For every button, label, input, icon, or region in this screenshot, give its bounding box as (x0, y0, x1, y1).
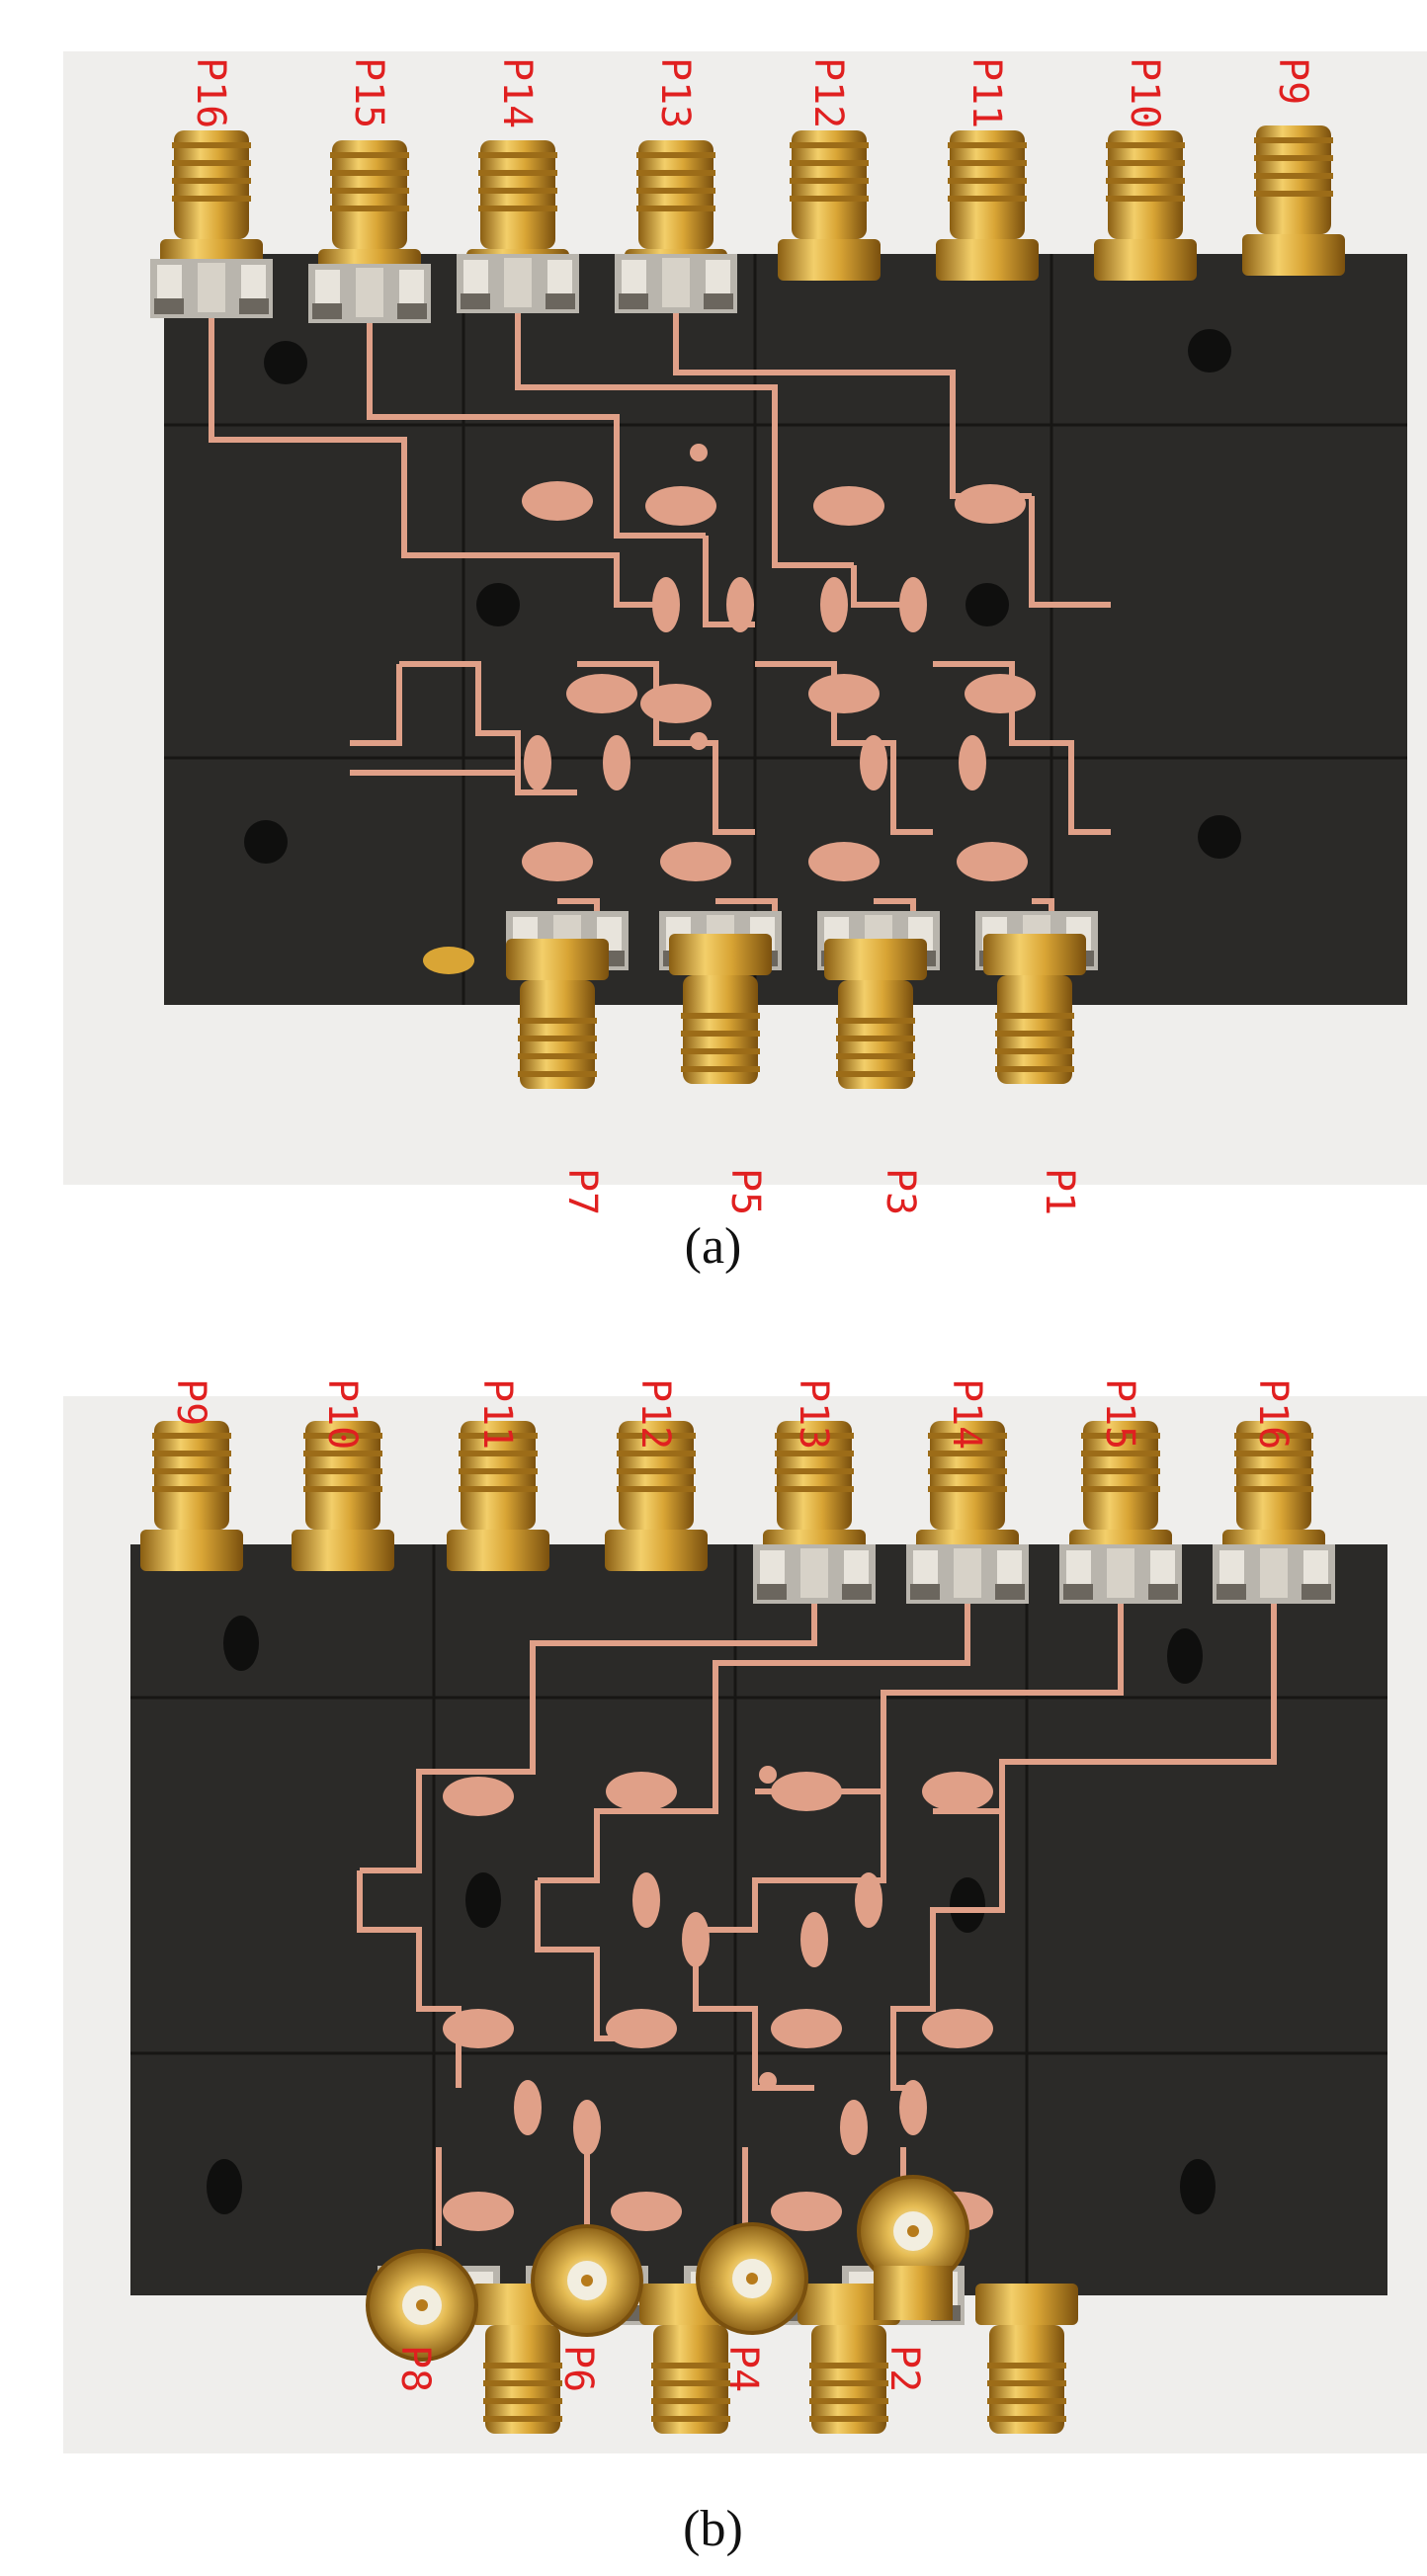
copper-pads-b (443, 1766, 993, 2231)
photo-panel-a: P16 P15 P14 P13 P12 P11 P10 P9 P7 P5 P3 … (63, 51, 1427, 1215)
port-label: P10 (319, 1378, 365, 1450)
port-label: P6 (555, 2345, 601, 2392)
port-label: P10 (1122, 57, 1167, 128)
bottom-connectors-a (423, 911, 1098, 1089)
port-label: P9 (168, 1378, 213, 1426)
port-label: P16 (188, 57, 233, 128)
photo-panel-b: P9 P10 P11 P12 P13 P14 P15 P16 P8 P6 P4 … (63, 1378, 1427, 2453)
port-label: P16 (1250, 1378, 1296, 1450)
port-label: P14 (494, 57, 540, 128)
port-label: P5 (722, 1168, 768, 1215)
port-label: P14 (944, 1378, 989, 1450)
port-label: P12 (632, 1378, 678, 1450)
port-label: P7 (559, 1168, 605, 1215)
port-labels-bottom-b: P8 P6 P4 P2 (392, 2345, 927, 2392)
port-label: P13 (652, 57, 698, 128)
port-labels-top-b: P9 P10 P11 P12 P13 P14 P15 P16 (168, 1378, 1296, 1450)
port-labels-bottom-a: P7 P5 P3 P1 (559, 1168, 1082, 1215)
port-label: P1 (1037, 1168, 1082, 1215)
bottom-connectors-b (366, 2175, 1078, 2434)
port-label: P4 (720, 2345, 766, 2392)
port-label: P3 (878, 1168, 923, 1215)
caption-a: (a) (684, 1218, 742, 1275)
port-label: P12 (805, 57, 851, 128)
port-label: P11 (474, 1378, 520, 1450)
port-label: P8 (392, 2345, 438, 2392)
caption-b: (b) (683, 2501, 743, 2557)
port-label: P9 (1270, 57, 1315, 105)
port-label: P15 (1097, 1378, 1142, 1450)
port-label: P2 (881, 2345, 927, 2392)
port-labels-top-a: P16 P15 P14 P13 P12 P11 P10 P9 (188, 57, 1315, 128)
port-label: P11 (964, 57, 1009, 128)
copper-pads-a (522, 444, 1036, 881)
port-label: P15 (346, 57, 391, 128)
port-label: P13 (791, 1378, 836, 1450)
